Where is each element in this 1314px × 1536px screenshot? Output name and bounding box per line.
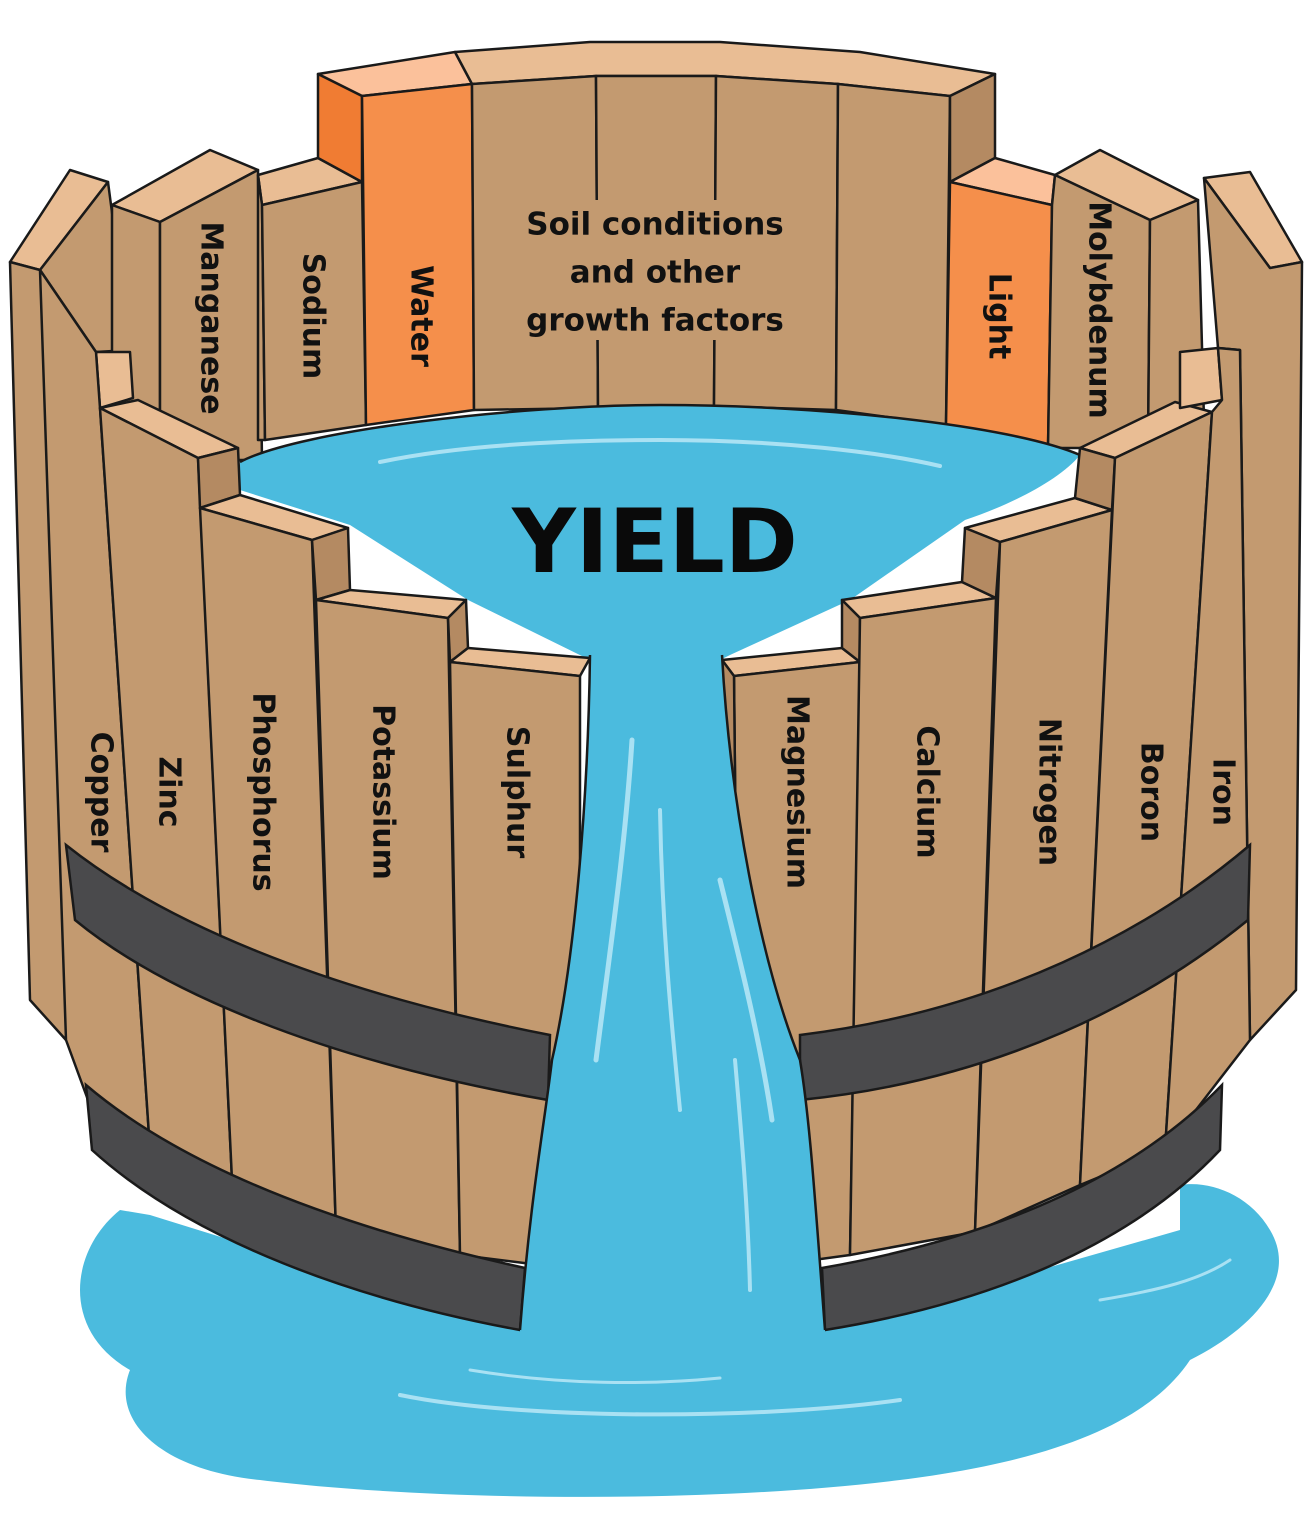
stave-label-water: Water (404, 265, 439, 367)
back-center-line-2: and other (570, 255, 741, 291)
water-surface (240, 405, 1080, 660)
stave-label-boron: Boron (1134, 742, 1169, 842)
back-center-line-1: Soil conditions (526, 207, 784, 243)
stave-potassium: Potassium (314, 588, 470, 1257)
stave-label-potassium: Potassium (366, 704, 401, 880)
stave-label-sodium: Sodium (296, 253, 331, 380)
stave-label-sulphur: Sulphur (500, 726, 535, 858)
stave-light: Light (944, 156, 1057, 450)
hoop-upper (64, 842, 1252, 1102)
stave-label-nitrogen: Nitrogen (1032, 718, 1067, 866)
yield-label: YIELD (511, 490, 798, 593)
stave-label-molybdenum: Molybdenum (1082, 201, 1117, 419)
stave-label-iron: Iron (1206, 758, 1241, 826)
stave-label-calcium: Calcium (910, 725, 945, 858)
stave-label-magnesium: Magnesium (780, 695, 815, 889)
stave-label-copper: Copper (84, 732, 119, 853)
stave-calcium: Calcium (840, 580, 998, 1257)
stave-molybdenum: Molybdenum (1046, 148, 1206, 450)
stave-label-phosphorus: Phosphorus (246, 692, 281, 891)
stave-sodium: Sodium (256, 156, 368, 442)
stave-label-zinc: Zinc (152, 756, 187, 827)
stave-label-manganese: Manganese (194, 221, 229, 414)
stave-soil-conditions: Soil conditions and other growth factors (453, 40, 997, 427)
back-center-line-3: growth factors (526, 303, 784, 339)
stave-label-light: Light (982, 273, 1017, 360)
stave-phosphorus: Phosphorus (198, 493, 352, 1234)
stave-manganese: Manganese (110, 148, 264, 462)
